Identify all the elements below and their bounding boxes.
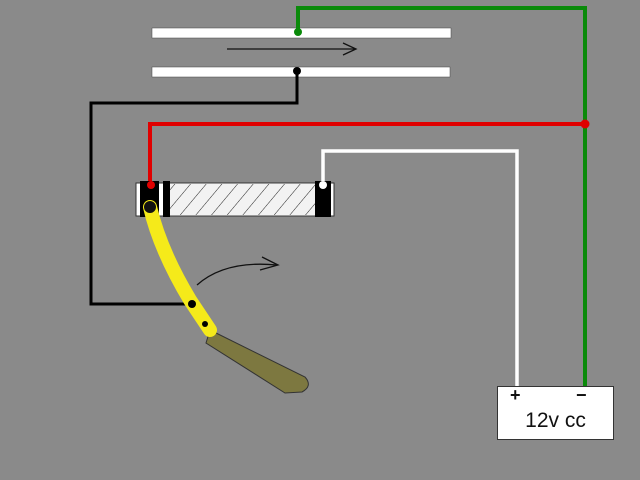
lever-arm	[143, 200, 217, 337]
bottom-rail	[151, 66, 451, 78]
resistor	[135, 181, 335, 217]
lever-pin	[202, 321, 208, 327]
wire-black	[89, 71, 299, 306]
junction-black-rail	[293, 67, 301, 75]
wire-white	[321, 149, 519, 386]
battery-minus-terminal: −	[576, 385, 587, 405]
wire-red	[148, 122, 585, 185]
lever-pivot	[144, 201, 156, 213]
junction-green	[294, 28, 302, 36]
battery-12v: + − 12v cc	[497, 385, 614, 440]
lever-contact	[188, 300, 196, 308]
rotation-arrow	[196, 256, 280, 286]
junction-red	[580, 119, 590, 129]
lever-handle	[205, 329, 309, 394]
direction-arrow	[227, 42, 358, 56]
wire-green	[296, 6, 587, 386]
battery-plus-terminal: +	[510, 385, 521, 405]
battery-label: 12v cc	[525, 409, 586, 432]
